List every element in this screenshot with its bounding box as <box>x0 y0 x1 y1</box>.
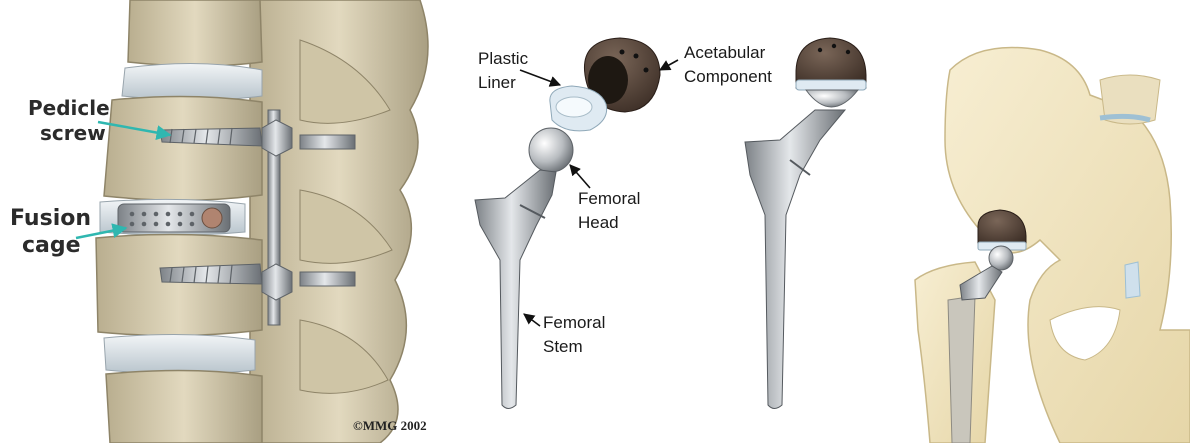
fusion-cage-label-line2: cage <box>22 233 81 258</box>
pelvis-panel <box>914 46 1190 443</box>
hip-implant-assembled <box>744 37 867 409</box>
pedicle-label-line2: screw <box>40 121 106 145</box>
pedicle-label-line1: Pedicle <box>28 96 110 120</box>
acetabular-label-line1: Acetabular <box>684 43 766 62</box>
femoral-stem-label-line1: Femoral <box>543 313 606 332</box>
femoral-head-label-line1: Femoral <box>578 189 641 208</box>
femoral-stem-label-line2: Stem <box>543 337 583 356</box>
femoral-head-label-line2: Head <box>578 213 619 232</box>
copyright-text: ©MMG 2002 <box>353 418 427 433</box>
fusion-cage-label-line1: Fusion <box>10 206 92 231</box>
hip-implant-exploded <box>474 37 679 409</box>
acetabular-label-line2: Component <box>684 67 772 86</box>
plastic-liner-label-line2: Liner <box>478 73 516 92</box>
plastic-liner-label-line1: Plastic <box>478 49 529 68</box>
spine-panel <box>0 0 445 443</box>
